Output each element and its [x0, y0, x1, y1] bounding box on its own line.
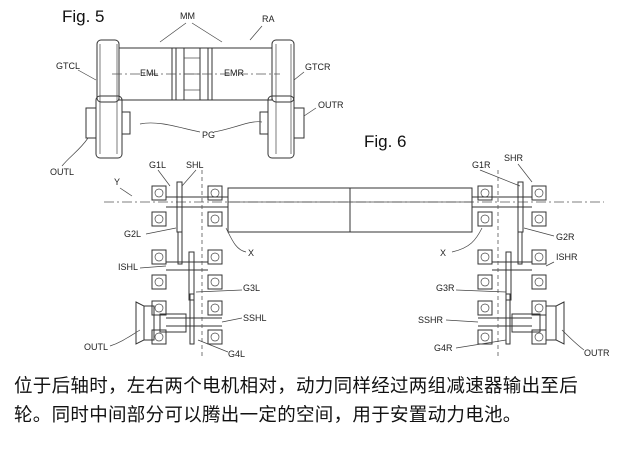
patent-figures: Fig. 5 [50, 7, 610, 359]
fig6-label-x-right: X [440, 248, 446, 258]
fig6-label-g4l: G4L [228, 349, 245, 359]
fig6-label-y: Y [114, 177, 120, 187]
caption-text: 位于后轴时，左右两个电机相对，动力同样经过两组减速器输出至后轮。同时中间部分可以… [14, 376, 579, 426]
fig6-label-g4r: G4R [434, 343, 453, 353]
fig6-label-g2r: G2R [556, 232, 575, 242]
fig6-label-outr: OUTR [584, 348, 610, 358]
fig6-motors [227, 187, 473, 233]
fig5-label-pg: PG [202, 130, 215, 140]
fig6-label-g1r: G1R [472, 160, 491, 170]
fig5-label-ra: RA [262, 14, 275, 24]
fig6-right-gear-train [472, 170, 565, 358]
fig5-title: Fig. 5 [62, 7, 105, 26]
fig6-label-outl: OUTL [84, 342, 108, 352]
fig6-label-ishr: ISHR [556, 252, 578, 262]
fig5-label-gtcl: GTCL [56, 61, 80, 71]
fig6-left-gear-train [135, 170, 228, 358]
fig6-title: Fig. 6 [364, 132, 407, 151]
fig6-label-shr: SHR [504, 153, 524, 163]
fig6-label-g1l: G1L [149, 160, 166, 170]
fig5-label-gtcr: GTCR [305, 62, 331, 72]
fig6-label-ishl: ISHL [118, 262, 138, 272]
fig6-label-x-left: X [248, 248, 254, 258]
gearbox-left [85, 39, 131, 159]
fig6-label-sshr: SSHR [418, 315, 444, 325]
fig6-label-g3r: G3R [436, 283, 455, 293]
motor-housing [112, 47, 280, 101]
fig6: Fig. 6 [84, 132, 610, 359]
fig5-label-mm: MM [180, 11, 195, 21]
fig6-label-sshl: SSHL [243, 313, 267, 323]
fig6-label-shl: SHL [186, 160, 204, 170]
fig5-label-eml: EML [140, 68, 159, 78]
fig6-label-g2l: G2L [124, 229, 141, 239]
fig5: Fig. 5 [50, 7, 344, 177]
fig6-label-g3l: G3L [243, 283, 260, 293]
fig5-label-outr: OUTR [318, 100, 344, 110]
fig5-label-outl: OUTL [50, 167, 74, 177]
gearbox-right [259, 39, 305, 159]
fig5-label-emr: EMR [224, 68, 245, 78]
